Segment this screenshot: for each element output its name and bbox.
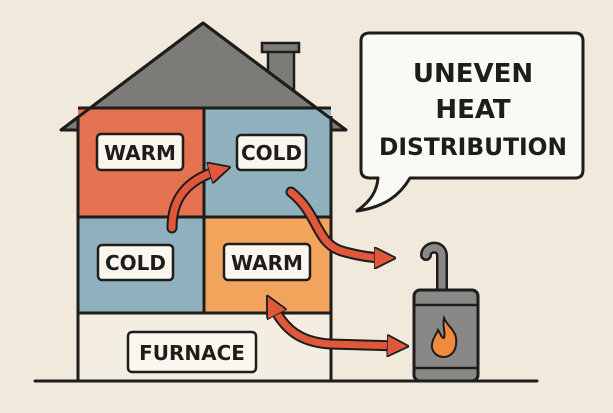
svg-text:WARM: WARM (231, 251, 303, 275)
bubble-line-2: HEAT (435, 95, 511, 125)
svg-text:COLD: COLD (241, 141, 302, 165)
svg-text:FURNACE: FURNACE (139, 341, 245, 365)
heat-arrows (166, 170, 398, 346)
label-furnace: FURNACE (126, 330, 258, 374)
label-upper-right: COLD (235, 133, 308, 172)
label-lower-left: COLD (96, 243, 175, 282)
svg-text:COLD: COLD (105, 251, 166, 275)
flame-icon (430, 314, 458, 359)
furnace-stove (412, 241, 480, 383)
bubble-line-1: UNEVEN (413, 59, 533, 89)
label-upper-left: WARM (95, 132, 185, 172)
bubble-line-3: DISTRIBUTION (379, 133, 567, 161)
label-lower-right: WARM (222, 242, 312, 282)
svg-text:WARM: WARM (104, 141, 176, 165)
speech-bubble: UNEVEN HEAT DISTRIBUTION (355, 31, 585, 213)
